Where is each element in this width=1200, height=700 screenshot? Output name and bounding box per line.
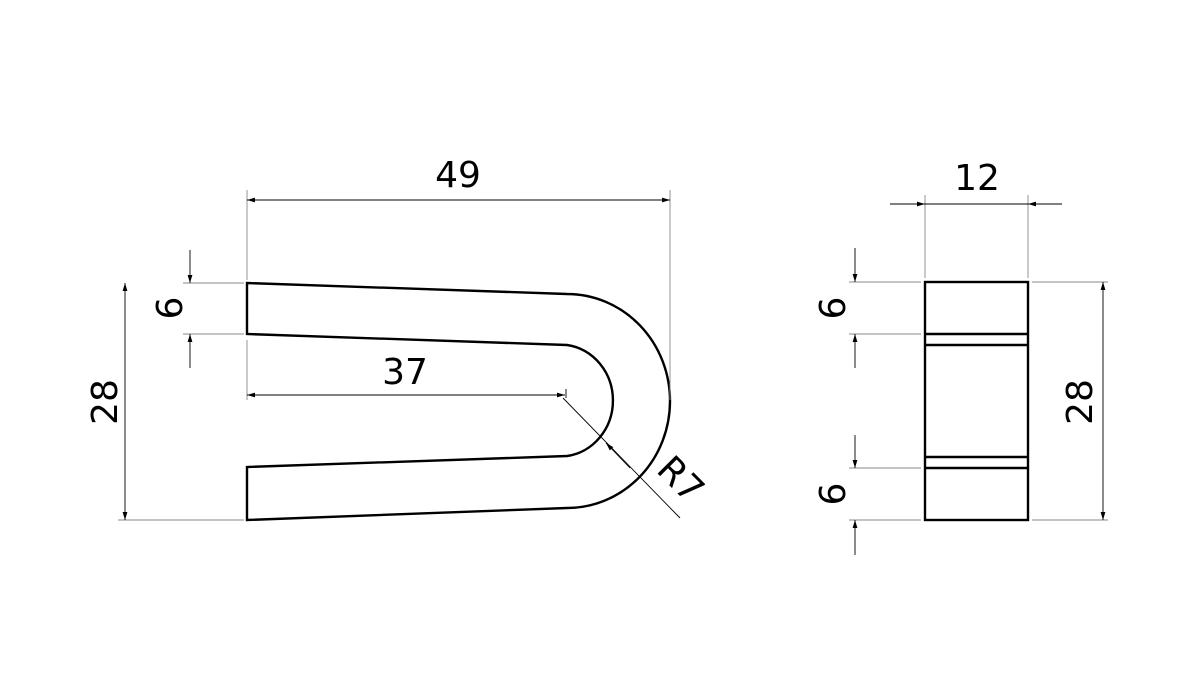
dimension-label-37: 37 <box>382 352 428 393</box>
dimension-inner-length: 37 <box>246 340 567 400</box>
dimension-label-6-top: 6 <box>813 297 854 320</box>
dimension-label-6: 6 <box>150 297 191 320</box>
dimension-label-49: 49 <box>435 155 481 196</box>
dimension-top-band: 6 <box>813 248 921 368</box>
dimension-bottom-band: 6 <box>813 435 921 555</box>
front-view <box>245 281 672 522</box>
dimension-label-12: 12 <box>954 158 1000 199</box>
dimension-label-6-bottom: 6 <box>813 483 854 506</box>
dimension-label-28: 28 <box>85 379 126 425</box>
dimension-overall-length: 49 <box>246 155 671 400</box>
dimension-arm-thickness: 6 <box>150 250 244 368</box>
dimension-label-r7: R7 <box>649 448 712 511</box>
dimension-side-height: 28 <box>1032 281 1108 521</box>
side-view-outline <box>923 280 1030 522</box>
dimension-label-28-side: 28 <box>1060 379 1101 425</box>
part-outline-outer <box>245 281 672 522</box>
dimension-overall-height: 28 <box>85 283 244 521</box>
side-view <box>923 280 1030 522</box>
dimension-width: 12 <box>890 158 1062 278</box>
dimension-bend-radius: R7 <box>562 397 712 519</box>
